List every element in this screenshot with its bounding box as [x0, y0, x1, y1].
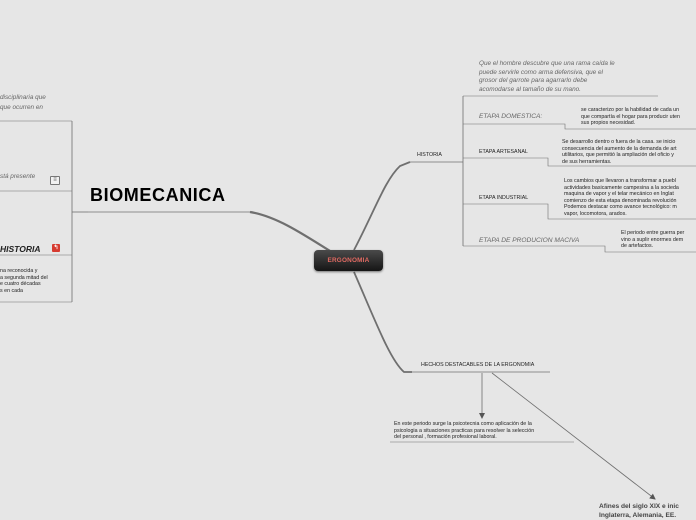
text-line: El periodo entre guerra per — [621, 230, 685, 236]
text-line: na reconocida y — [0, 268, 38, 274]
text-line: Los cambios que llevaron a transformar a… — [564, 178, 676, 184]
node-historia[interactable]: HISTORIA — [417, 152, 442, 158]
etapa-produccion-masiva-text[interactable]: El periodo entre guerra per vino a supli… — [621, 230, 684, 250]
text-line: Se desarrollo dentro o fuera de la casa.… — [562, 139, 676, 145]
etapa-industrial-text[interactable]: Los cambios que llevaron a transformar a… — [564, 178, 679, 218]
note-icon[interactable]: ≡ — [50, 176, 60, 185]
text-line: Podemos destacar como avance tecnológico… — [564, 204, 677, 211]
text-line: psicologia a situaciones practicas para … — [394, 427, 535, 434]
hechos-child-siglo-xix[interactable]: Afines del siglo XIX e inic Inglaterra, … — [599, 502, 679, 520]
node-etapa-domestica[interactable]: ETAPA DOMESTICA: — [479, 113, 543, 120]
node-etapa-industrial[interactable]: ETAPA INDUSTRIAL — [479, 195, 529, 201]
text-line: de artefactos. — [621, 243, 654, 250]
text-line: puede servirle como arma defensiva, que … — [479, 68, 603, 76]
text-line: que compartía el hogar para producir ute… — [581, 113, 680, 120]
text-line: s en cada — [0, 287, 23, 294]
hechos-child-psicotecnia[interactable]: En este periodo surge la psicotecnia com… — [394, 421, 534, 441]
text-line: disciplinaria que — [0, 94, 46, 101]
text-line: Afines del siglo XIX e inic — [599, 503, 679, 510]
text-line: acomodarse al tamaño de su mano. — [479, 86, 581, 94]
text-line: vino a suplir enormes dem — [621, 236, 684, 243]
text-line: Inglaterra, Alemania, EE. — [599, 512, 677, 519]
branch-hechos — [353, 271, 412, 373]
text-line: vapor, locomotora, arados. — [564, 210, 627, 217]
text-line: Que el hombre descubre que una rama caíd… — [479, 60, 615, 67]
text-line: grosor del garrote para agarrarlo debe — [479, 77, 588, 85]
text-line: e cuatro décadas — [0, 281, 41, 288]
text-line: maquina de vapor y el telar mecánico en … — [564, 191, 674, 198]
left-note-text[interactable]: stá presente — [0, 173, 36, 180]
etapa-artesanal-text[interactable]: Se desarrollo dentro o fuera de la casa.… — [562, 139, 677, 165]
text-line: se caracterizo por la habilidad de cada … — [581, 107, 680, 113]
main-title-biomecanica[interactable]: BIOMECANICA — [90, 185, 226, 205]
text-line: del personal , formación profesional lab… — [394, 434, 497, 441]
text-line: a segunda mitad del — [0, 274, 48, 281]
text-line: sus propios necesidad. — [581, 120, 636, 127]
branch-historia — [353, 161, 411, 251]
text-line: En este periodo surge la psicotecnia com… — [394, 421, 532, 427]
text-line: utilitarios, que permitió la ampliación … — [562, 152, 674, 159]
root-node-ergonomia[interactable]: ERGONOMIA — [314, 250, 383, 271]
left-top-text[interactable]: disciplinaria que que ocurren en — [0, 93, 46, 113]
text-line: comienzo de esta etapa denominada revolu… — [564, 197, 677, 204]
link-icon[interactable]: ↰ — [52, 244, 60, 252]
etapa-domestica-text[interactable]: se caracterizo por la habilidad de cada … — [581, 107, 680, 127]
historia-intro-text[interactable]: Que el hombre descubre que una rama caíd… — [479, 60, 615, 95]
node-etapa-artesanal[interactable]: ETAPA ARTESANAL — [479, 149, 528, 155]
text-line: consecuencia del aumento de la demanda d… — [562, 145, 677, 152]
text-line: que ocurren en — [0, 104, 43, 111]
text-line: actividades basicamente campesina a la s… — [564, 184, 679, 191]
text-line: de sus herramientas. — [562, 158, 612, 165]
node-hechos-destacables[interactable]: HECHOS DESTACABLES DE LA ERGONOMIA — [421, 362, 535, 368]
left-historia-label[interactable]: HISTORIA — [0, 244, 41, 254]
left-bottom-text[interactable]: na reconocida y a segunda mitad del e cu… — [0, 268, 48, 294]
branch-biomecanica — [249, 210, 331, 252]
node-etapa-produccion-masiva[interactable]: ETAPA DE PRODUCION MACIVA — [479, 237, 580, 244]
